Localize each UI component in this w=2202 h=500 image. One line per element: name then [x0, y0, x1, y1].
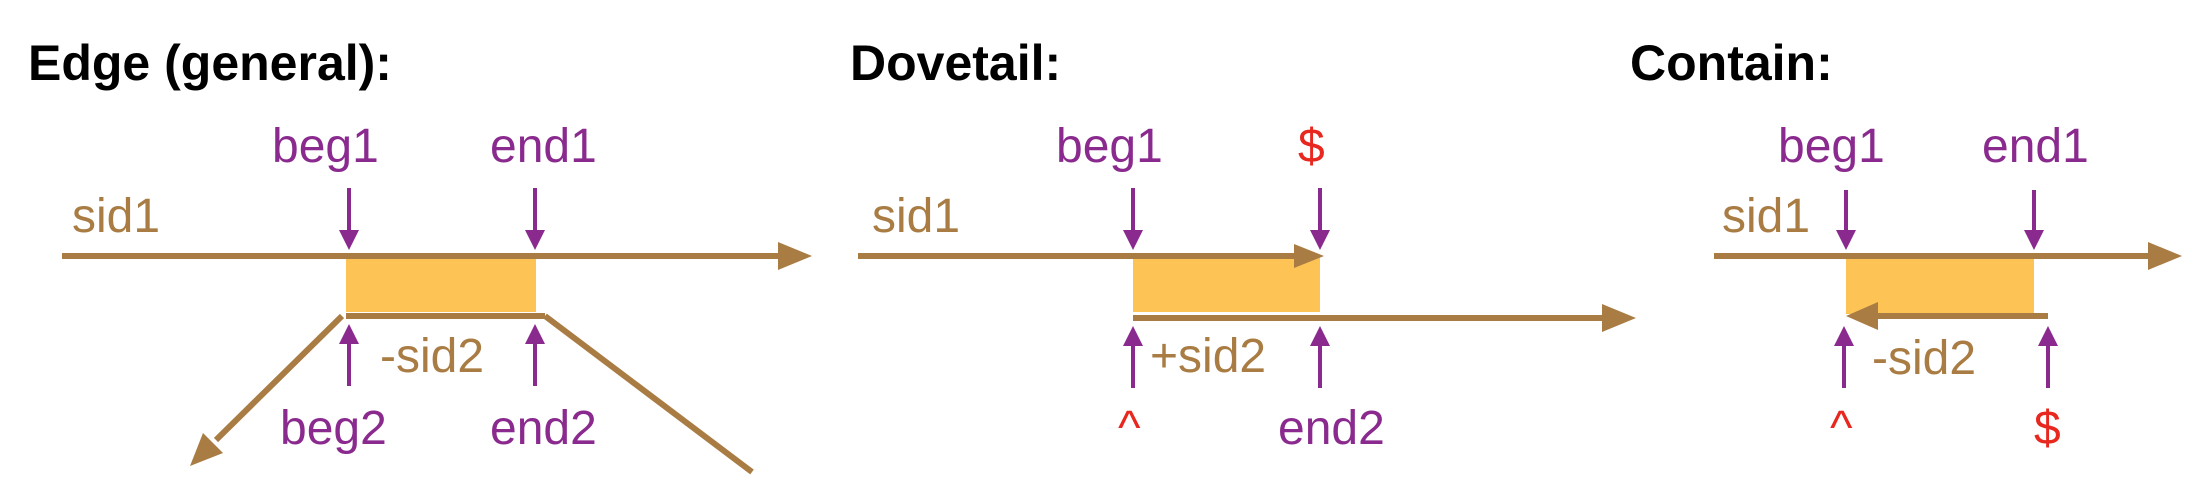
sid1-label: sid1: [872, 190, 960, 243]
beg1-arrow-icon: [1836, 230, 1856, 250]
end2-arrow-icon: [1310, 326, 1330, 346]
end2-arrow-icon: [525, 324, 545, 344]
end2-marker: $: [2034, 402, 2061, 455]
sid2-arrowhead: [1846, 302, 1878, 330]
end2-arrow-icon: [2038, 326, 2058, 346]
end1-arrow-icon: [1310, 230, 1330, 250]
sid2-right-extension: [543, 313, 754, 475]
panel-contain: Contain: sid1 -sid2 beg1 end1 ^ $: [1630, 35, 2182, 455]
sid2-left-extension: [213, 313, 345, 443]
panel-title: Edge (general):: [28, 35, 392, 91]
sid1-arrowhead: [1294, 244, 1324, 268]
end1-label: end1: [490, 120, 597, 173]
beg2-arrow-icon: [339, 324, 359, 344]
beg1-label: beg1: [1778, 120, 1885, 173]
panel-title: Dovetail:: [850, 35, 1061, 91]
beg2-marker: ^: [1118, 402, 1141, 455]
end1-marker: $: [1298, 120, 1325, 173]
end1-arrow-icon: [2024, 230, 2044, 250]
sid1-label: sid1: [72, 190, 160, 243]
overlap-region: [1133, 256, 1320, 312]
sid2-label: +sid2: [1150, 330, 1266, 383]
end2-label: end2: [1278, 402, 1385, 455]
beg1-arrow-icon: [1123, 230, 1143, 250]
overlap-region: [346, 256, 536, 312]
beg2-label: beg2: [280, 402, 387, 455]
beg2-arrow-icon: [1834, 326, 1854, 346]
sid2-label: -sid2: [1872, 332, 1976, 385]
end1-label: end1: [1982, 120, 2089, 173]
beg1-label: beg1: [1056, 120, 1163, 173]
panel-dovetail: Dovetail: sid1 +sid2 beg1 $ ^ end2: [850, 35, 1636, 455]
sid1-label: sid1: [1722, 190, 1810, 243]
panel-edge: Edge (general): sid1 -sid2 beg1 end1 beg…: [28, 35, 812, 475]
beg2-marker: ^: [1830, 402, 1853, 455]
beg1-label: beg1: [272, 120, 379, 173]
sid2-arrowhead: [190, 433, 223, 466]
sid2-arrowhead: [1602, 304, 1636, 332]
sid1-arrowhead: [778, 242, 812, 270]
sid1-arrowhead: [2148, 242, 2182, 270]
sid2-label: -sid2: [380, 330, 484, 383]
end1-arrow-icon: [525, 230, 545, 250]
beg1-arrow-icon: [339, 230, 359, 250]
end2-label: end2: [490, 402, 597, 455]
panel-title: Contain:: [1630, 35, 1833, 91]
beg2-arrow-icon: [1123, 326, 1143, 346]
